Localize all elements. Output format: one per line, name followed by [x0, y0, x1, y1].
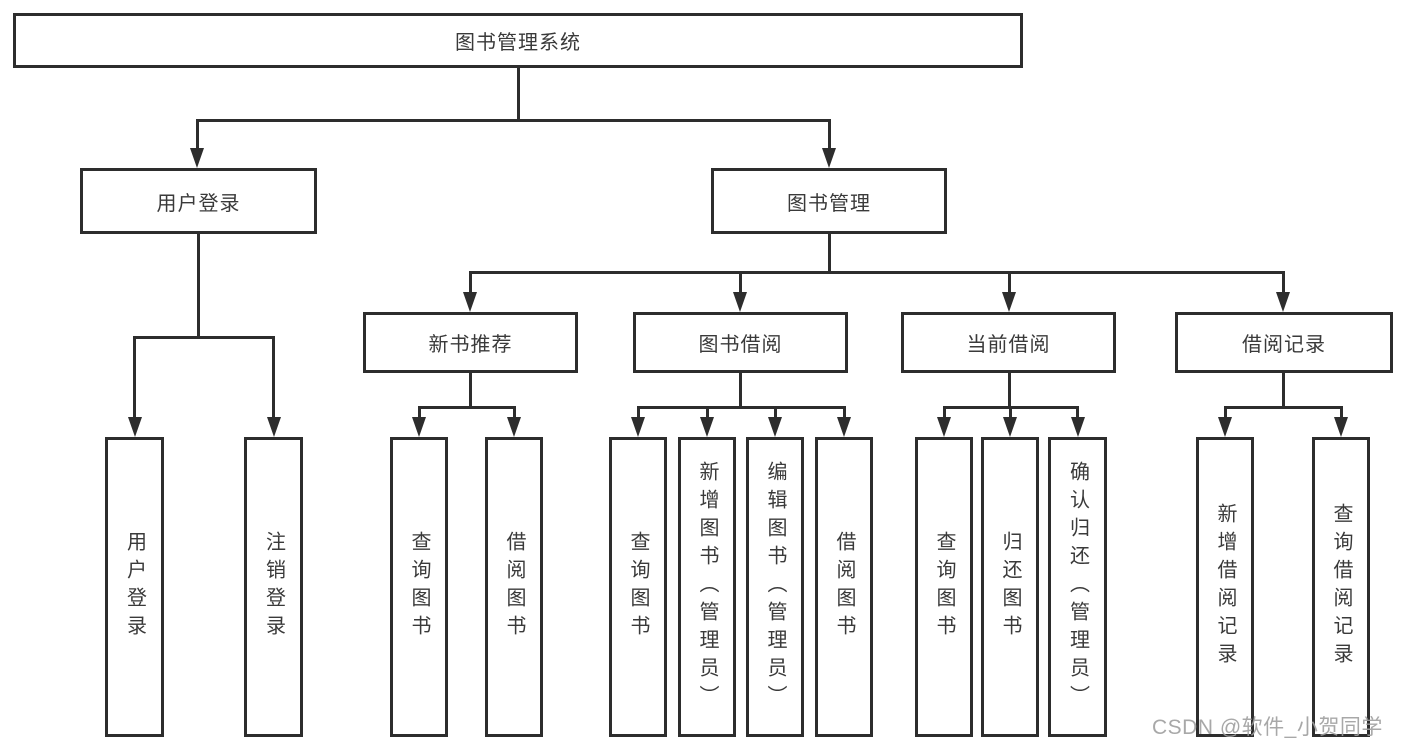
connector-to-logout-leaf	[272, 336, 275, 418]
connector-current-borrow-stem	[1007, 372, 1011, 409]
connector-book-management-stem	[827, 233, 831, 274]
arrow-down-icon	[1334, 417, 1348, 437]
connector-leaf-stub	[942, 406, 946, 419]
arrow-down-icon	[190, 148, 204, 168]
node-borrow-books-recommend: 借阅图书	[485, 437, 543, 737]
node-label: 图书借阅	[698, 334, 783, 356]
node-label: 用户登录	[156, 192, 241, 215]
node-confirm-return-admin: 确认归还（管理员）	[1048, 437, 1107, 737]
connector-user-login-split	[133, 336, 275, 339]
node-book-management: 图书管理	[711, 168, 947, 234]
arrow-down-icon	[937, 417, 951, 437]
node-book-management-system: 图书管理系统	[13, 13, 1023, 68]
arrow-down-icon	[631, 417, 645, 437]
connector-book-borrow-split	[636, 406, 846, 409]
connector-user-login-stem	[196, 233, 200, 339]
node-current-borrow: 当前借阅	[901, 312, 1116, 373]
node-label: 确认归还（管理员）	[1066, 461, 1089, 713]
node-label: 新书推荐	[428, 334, 513, 356]
arrow-down-icon	[463, 292, 477, 312]
node-label: 借阅记录	[1242, 334, 1326, 356]
arrow-down-icon	[412, 417, 426, 437]
node-label: 当前借阅	[966, 334, 1051, 356]
node-label: 用户登录	[123, 531, 146, 643]
connector-leaf-stub	[773, 406, 777, 419]
node-add-book-admin: 新增图书（管理员）	[678, 437, 736, 737]
node-label: 注销登录	[262, 531, 285, 643]
connector-leaf-stub	[705, 406, 709, 419]
connector-to-book-management	[827, 119, 831, 150]
connector-leaf-stub	[1076, 406, 1079, 419]
node-label: 新增借阅记录	[1214, 503, 1236, 671]
connector-leaf-stub	[636, 406, 640, 419]
connector-borrow-records-stem	[1281, 372, 1285, 409]
node-book-borrow: 图书借阅	[633, 312, 848, 373]
connector-borrow-records-split	[1223, 406, 1343, 409]
node-query-books-recommend: 查询图书	[390, 437, 448, 737]
node-label: 查询图书	[933, 531, 955, 643]
connector-to-login-leaf	[133, 336, 136, 418]
node-query-borrow-record: 查询借阅记录	[1312, 437, 1370, 737]
connector-to-current-borrow	[1007, 271, 1011, 293]
node-query-books-current: 查询图书	[915, 437, 973, 737]
node-borrow-records: 借阅记录	[1175, 312, 1393, 373]
node-return-books: 归还图书	[981, 437, 1039, 737]
connector-to-new-book	[468, 271, 472, 293]
node-user-login-leaf: 用户登录	[105, 437, 164, 737]
arrow-down-icon	[837, 417, 851, 437]
arrow-down-icon	[1218, 417, 1232, 437]
node-label: 查询图书	[627, 531, 649, 643]
arrow-down-icon	[1002, 292, 1016, 312]
node-label: 查询借阅记录	[1330, 503, 1352, 671]
connector-leaf-stub	[1008, 406, 1012, 419]
arrow-down-icon	[1276, 292, 1290, 312]
arrow-down-icon	[507, 417, 521, 437]
arrow-down-icon	[1070, 417, 1085, 437]
connector-new-book-stem	[468, 372, 472, 409]
connector-root-split	[195, 119, 831, 122]
arrow-down-icon	[127, 417, 142, 437]
connector-to-book-borrow	[738, 271, 742, 293]
connector-leaf-stub	[1223, 406, 1227, 419]
connector-book-borrow-stem	[738, 372, 742, 409]
node-borrow-books-leaf: 借阅图书	[815, 437, 873, 737]
node-add-borrow-record: 新增借阅记录	[1196, 437, 1254, 737]
connector-to-borrow-records	[1281, 271, 1285, 293]
arrow-down-icon	[266, 417, 281, 437]
arrow-down-icon	[822, 148, 836, 168]
arrow-down-icon	[1003, 417, 1017, 437]
connector-leaf-stub	[417, 406, 421, 419]
node-user-login: 用户登录	[80, 168, 317, 234]
node-label: 编辑图书（管理员）	[764, 461, 786, 713]
watermark: CSDN @软件_小贺同学	[1152, 716, 1383, 739]
connector-new-book-split	[417, 406, 516, 409]
node-logout-leaf: 注销登录	[244, 437, 303, 737]
connector-leaf-stub	[512, 406, 516, 419]
node-label: 归还图书	[999, 531, 1021, 643]
node-label: 图书管理	[787, 192, 871, 215]
arrow-down-icon	[768, 417, 782, 437]
connector-to-user-login	[195, 119, 199, 150]
connector-leaf-stub	[1339, 406, 1343, 419]
node-query-books-borrow: 查询图书	[609, 437, 667, 737]
connector-book-management-split	[468, 271, 1284, 274]
node-label: 新增图书（管理员）	[696, 461, 718, 713]
node-new-book-recommend: 新书推荐	[363, 312, 578, 373]
node-label: 图书管理系统	[455, 32, 581, 54]
node-label: 查询图书	[408, 531, 430, 643]
arrow-down-icon	[700, 417, 714, 437]
arrow-down-icon	[733, 292, 747, 312]
node-label: 借阅图书	[833, 531, 855, 643]
node-label: 借阅图书	[503, 531, 525, 643]
node-edit-book-admin: 编辑图书（管理员）	[746, 437, 804, 737]
connector-leaf-stub	[842, 406, 846, 419]
connector-root-stem	[516, 66, 520, 122]
